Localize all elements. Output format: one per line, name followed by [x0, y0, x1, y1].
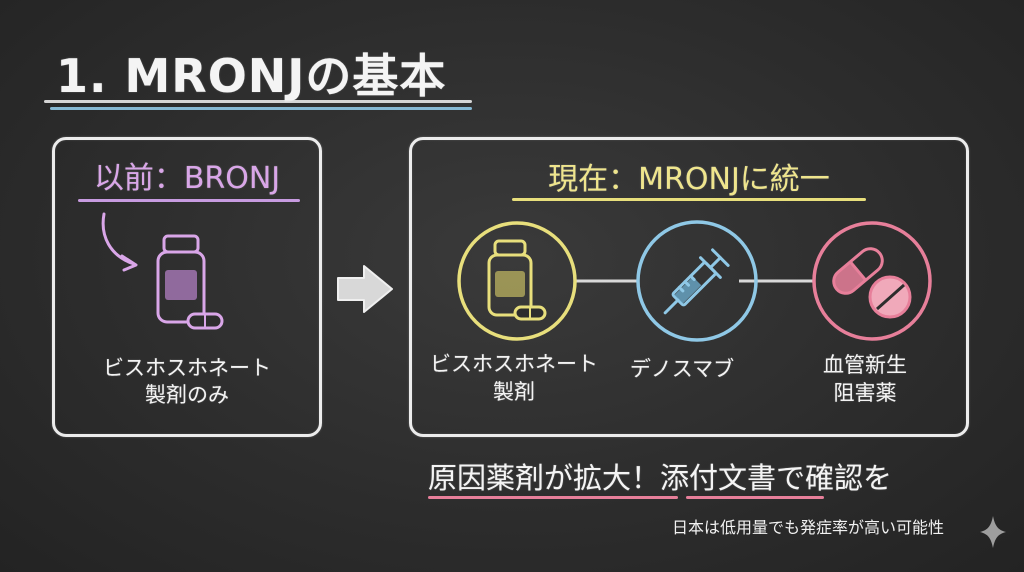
key-message: 原因薬剤が拡大！添付文書で確認を [428, 461, 893, 495]
key-message-underline-2 [686, 496, 824, 499]
now-item-3-label-line1: 血管新生 [823, 353, 907, 377]
sparkle-icon [980, 516, 1006, 548]
now-heading: 現在：MRONJに統一 [548, 162, 830, 197]
now-item-1-label-line1: ビスホスホネート [430, 352, 598, 376]
before-drug-label-line1: ビスホスホネート [103, 356, 271, 380]
before-drug-label-line2: 製剤のみ [145, 383, 229, 407]
curved-arrow-icon [101, 212, 138, 272]
now-item-3-label-line2: 阻害薬 [833, 381, 897, 405]
medicine-bottle-icon [156, 234, 224, 330]
before-heading: 以前：BRONJ [93, 161, 281, 196]
title-underline-blue [50, 107, 472, 110]
now-heading-underline [512, 198, 866, 201]
medicine-bottle-icon [457, 221, 577, 341]
right-arrow-icon [337, 265, 393, 313]
now-panel [409, 137, 969, 437]
pills-icon [812, 221, 932, 341]
now-item-1-label-line2: 製剤 [493, 380, 535, 404]
title-underline-white [44, 100, 472, 103]
syringe-icon [636, 220, 758, 342]
connector-lines [575, 279, 813, 283]
footnote: 日本は低用量でも発症率が高い可能性 [672, 518, 945, 537]
before-panel [52, 137, 322, 437]
key-message-underline-1 [428, 496, 678, 499]
before-heading-underline [78, 199, 300, 202]
page-title: 1. MRONJの基本 [56, 49, 447, 103]
now-item-2-label: デノスマブ [629, 357, 735, 381]
